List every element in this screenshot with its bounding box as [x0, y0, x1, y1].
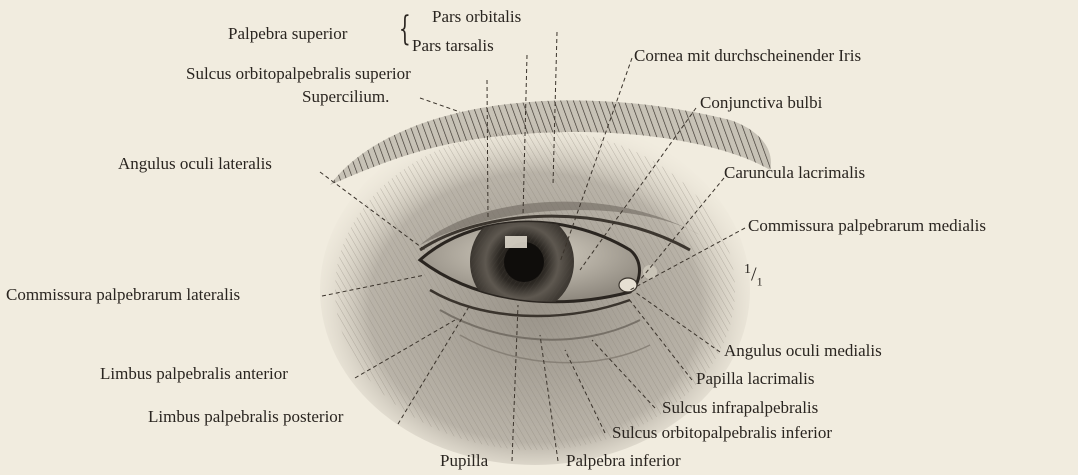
- label-conjunctiva-bulbi: Conjunctiva bulbi: [700, 93, 822, 113]
- label-commissura-palpebrarum-lateralis: Commissura palpebrarum lateralis: [6, 285, 240, 305]
- label-commissura-palpebrarum-medialis: Commissura palpebrarum medialis: [748, 216, 986, 236]
- label-sulcus-orbitopalpebralis-superior: Sulcus orbitopalpebralis superior: [186, 64, 411, 84]
- scale-numerator: 1: [744, 262, 751, 277]
- label-palpebra-inferior: Palpebra inferior: [566, 451, 681, 471]
- caruncle: [619, 278, 637, 292]
- scale-indicator: 1/1: [744, 262, 763, 290]
- label-angulus-oculi-lateralis: Angulus oculi lateralis: [118, 154, 272, 174]
- label-angulus-oculi-medialis: Angulus oculi medialis: [724, 341, 882, 361]
- label-pupilla: Pupilla: [440, 451, 488, 471]
- label-sulcus-infrapalpebralis: Sulcus infrapalpebralis: [662, 398, 818, 418]
- brace-glyph: {: [399, 12, 411, 46]
- label-palpebra-superior: Palpebra superior: [228, 24, 347, 44]
- label-pars-orbitalis: Pars orbitalis: [432, 7, 521, 27]
- label-papilla-lacrimalis: Papilla lacrimalis: [696, 369, 815, 389]
- label-limbus-palpebralis-posterior: Limbus palpebralis posterior: [148, 407, 343, 427]
- label-limbus-palpebralis-anterior: Limbus palpebralis anterior: [100, 364, 288, 384]
- scale-denominator: 1: [757, 275, 763, 289]
- label-sulcus-orbitopalpebralis-inferior: Sulcus orbitopalpebralis inferior: [612, 423, 832, 443]
- label-caruncula-lacrimalis: Caruncula lacrimalis: [724, 163, 865, 183]
- label-supercilium: Supercilium.: [302, 87, 389, 107]
- label-pars-tarsalis: Pars tarsalis: [412, 36, 494, 56]
- label-cornea: Cornea mit durchscheinender Iris: [634, 46, 861, 66]
